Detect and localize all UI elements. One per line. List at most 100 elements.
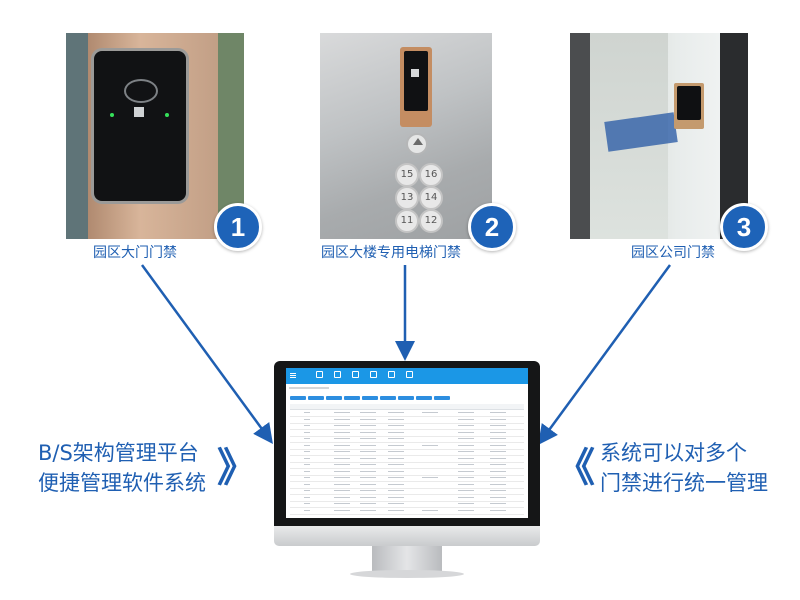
indicator-led xyxy=(110,113,114,117)
elevator-button: 11 xyxy=(395,209,419,233)
screen-table-cell xyxy=(388,470,404,472)
screen-table-cell xyxy=(334,483,350,485)
screen-table-cell xyxy=(304,509,310,511)
monitor-stand-neck xyxy=(372,546,442,572)
screen-table-cell xyxy=(360,431,376,433)
screen-table-cell xyxy=(388,496,404,498)
screen-table-cell xyxy=(334,444,350,446)
screen-table-cell xyxy=(334,496,350,498)
monitor-screen xyxy=(286,368,528,518)
screen-table-row xyxy=(290,475,524,482)
screen-table-cell xyxy=(388,431,404,433)
screen-table-cell xyxy=(334,425,350,426)
photo-number-badge: 1 xyxy=(214,203,262,251)
screen-table-cell xyxy=(304,444,310,446)
left-text-line2: 便捷管理软件系统 xyxy=(38,471,206,495)
right-chevron-icon: 《 xyxy=(555,445,595,491)
screen-table-cell xyxy=(458,425,474,426)
screen-table-cell xyxy=(304,483,310,485)
screen-table-cell xyxy=(360,438,376,439)
screen-table-row xyxy=(290,410,524,417)
screen-table-cell xyxy=(490,412,506,413)
screen-header-bar xyxy=(286,368,528,384)
screen-toolbar-button xyxy=(380,396,396,400)
arrow-1 xyxy=(140,264,273,445)
screen-table-cell xyxy=(360,509,376,511)
screen-table-cell xyxy=(422,412,438,413)
screen-table-row xyxy=(290,449,524,456)
screen-table-row xyxy=(290,488,524,495)
monitor-stand-base xyxy=(350,570,464,578)
screen-table-cell xyxy=(458,509,474,511)
screen-table-cell xyxy=(388,503,404,504)
right-text-line1: 系统可以对多个 xyxy=(600,441,747,465)
screen-table-cell xyxy=(388,509,404,511)
screen-table-cell xyxy=(490,444,506,446)
screen-table-row xyxy=(290,469,524,476)
screen-table-cell xyxy=(334,490,350,491)
screen-table-cell xyxy=(360,418,376,420)
screen-table-row xyxy=(290,430,524,437)
indicator-led xyxy=(165,113,169,117)
photo-caption: 园区大楼专用电梯门禁 xyxy=(321,245,461,261)
menu-icon xyxy=(290,373,296,374)
screen-table-header xyxy=(290,404,524,410)
screen-table-cell xyxy=(360,470,376,472)
screen-table-cell xyxy=(304,490,310,491)
screen-nav-icon xyxy=(406,371,413,378)
screen-table-cell xyxy=(490,470,506,472)
screen-table-row xyxy=(290,443,524,450)
screen-table-cell xyxy=(304,425,310,426)
screen-table-cell xyxy=(334,431,350,433)
screen-table-row xyxy=(290,423,524,430)
screen-table-cell xyxy=(388,490,404,491)
screen-table-cell xyxy=(458,490,474,491)
screen-table-cell xyxy=(422,477,438,478)
screen-table-row xyxy=(290,436,524,443)
screen-table-cell xyxy=(360,425,376,426)
screen-table-cell xyxy=(334,451,350,452)
screen-table-cell xyxy=(334,477,350,478)
screen-nav-icon xyxy=(370,371,377,378)
screen-table-row xyxy=(290,501,524,508)
screen-table-cell xyxy=(388,425,404,426)
screen-table-cell xyxy=(304,431,310,433)
screen-table-cell xyxy=(388,418,404,420)
screen-table-cell xyxy=(360,457,376,459)
screen-table-cell xyxy=(304,464,310,465)
screen-toolbar-button xyxy=(344,396,360,400)
photo-elevator-reader: 15 16 13 14 11 12 xyxy=(320,33,492,239)
screen-table-cell xyxy=(334,503,350,504)
qr-code-icon xyxy=(411,69,419,77)
screen-table-cell xyxy=(304,470,310,472)
screen-table-row xyxy=(290,495,524,502)
screen-table-cell xyxy=(334,438,350,439)
screen-table-cell xyxy=(334,470,350,472)
screen-table-cell xyxy=(490,509,506,511)
screen-table-cell xyxy=(388,457,404,459)
screen-table-cell xyxy=(490,477,506,478)
photo-number-badge: 3 xyxy=(720,203,768,251)
screen-table-cell xyxy=(388,444,404,446)
screen-table-cell xyxy=(334,418,350,420)
screen-table-cell xyxy=(458,464,474,465)
screen-toolbar-button xyxy=(290,396,306,400)
elevator-button: 12 xyxy=(419,209,443,233)
photo-caption: 园区公司门禁 xyxy=(631,245,715,261)
screen-toolbar-button xyxy=(398,396,414,400)
screen-table-cell xyxy=(304,412,310,413)
arrow-3 xyxy=(538,264,672,446)
screen-table-cell xyxy=(490,451,506,452)
screen-table-cell xyxy=(458,503,474,504)
screen-table-cell xyxy=(388,451,404,452)
screen-table-cell xyxy=(304,451,310,452)
screen-table-cell xyxy=(490,418,506,420)
screen-table-cell xyxy=(360,444,376,446)
left-chevron-icon: 》 xyxy=(217,445,257,491)
screen-table-row xyxy=(290,462,524,469)
screen-table-cell xyxy=(388,464,404,465)
qr-code-icon xyxy=(134,107,144,117)
screen-table-cell xyxy=(458,477,474,478)
screen-table-cell xyxy=(388,483,404,485)
screen-table-cell xyxy=(458,431,474,433)
